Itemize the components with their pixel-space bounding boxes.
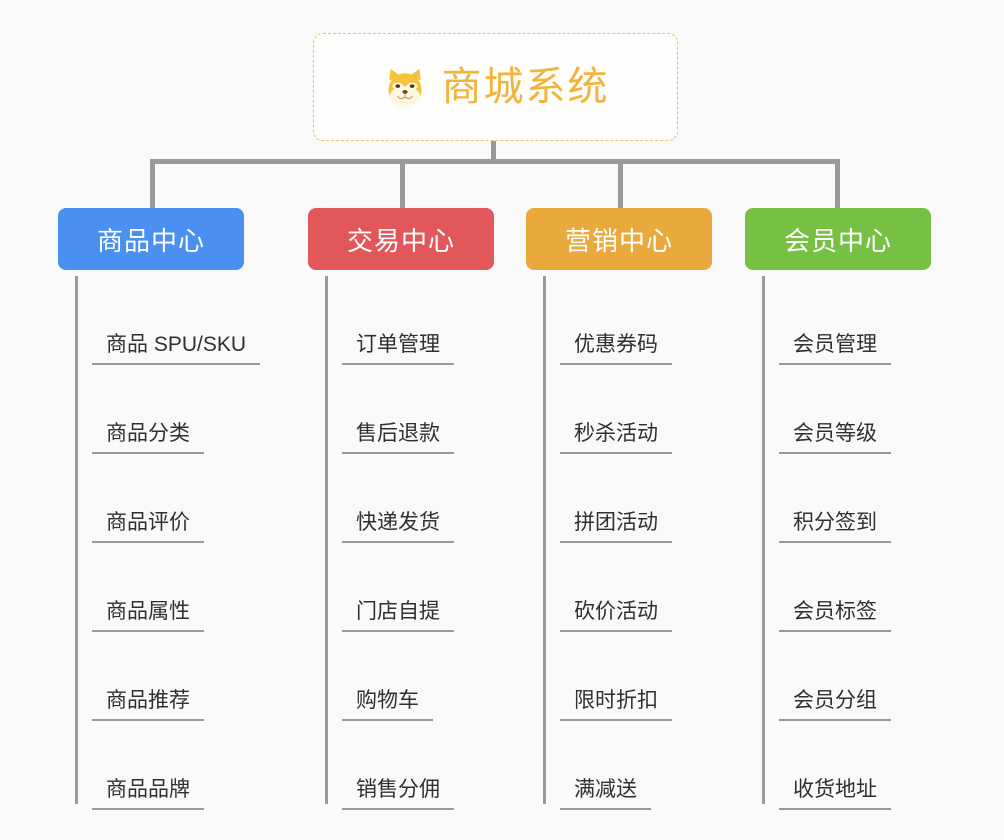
connector-root-stem: [491, 141, 496, 164]
leaf-label: 会员等级: [779, 423, 891, 454]
connector-horizontal-bar: [150, 159, 840, 164]
leaf-item[interactable]: 商品分类: [58, 365, 244, 454]
branch-header-2[interactable]: 交易中心: [308, 208, 494, 270]
shiba-dog-face-icon: [382, 66, 428, 112]
branch-label-4: 会员中心: [783, 225, 892, 256]
branch-column-4: 会员中心 会员管理 会员等级 积分签到 会员标签 会员分组 收货地址: [745, 208, 931, 810]
leaf-label: 积分签到: [779, 512, 891, 543]
leaf-label: 商品评价: [92, 512, 204, 543]
connector-drop-4: [835, 159, 840, 208]
leaf-item[interactable]: 商品属性: [58, 543, 244, 632]
root-node[interactable]: 商城系统: [313, 33, 678, 141]
leaf-item[interactable]: 快递发货: [308, 454, 494, 543]
leaf-label: 商品推荐: [92, 690, 204, 721]
root-title: 商城系统: [441, 65, 610, 109]
leaf-item[interactable]: 优惠券码: [526, 276, 712, 365]
leaf-label: 会员标签: [779, 601, 891, 632]
leaf-item[interactable]: 会员标签: [745, 543, 931, 632]
leaf-list-2: 订单管理 售后退款 快递发货 门店自提 购物车 销售分佣: [308, 270, 494, 810]
connector-drop-3: [618, 159, 623, 208]
leaf-spine-3: [543, 276, 546, 804]
leaf-label: 订单管理: [342, 334, 454, 365]
leaf-label: 商品品牌: [92, 779, 204, 810]
leaf-item[interactable]: 售后退款: [308, 365, 494, 454]
leaf-item[interactable]: 限时折扣: [526, 632, 712, 721]
leaf-label: 售后退款: [342, 423, 454, 454]
leaf-spine-2: [325, 276, 328, 804]
branch-column-3: 营销中心 优惠券码 秒杀活动 拼团活动 砍价活动 限时折扣 满减送: [526, 208, 712, 810]
leaf-label: 砍价活动: [560, 601, 672, 632]
leaf-label: 收货地址: [779, 779, 891, 810]
branch-column-1: 商品中心 商品 SPU/SKU 商品分类 商品评价 商品属性 商品推荐 商品品牌: [58, 208, 261, 810]
leaf-label: 商品属性: [92, 601, 204, 632]
branch-label-3: 营销中心: [564, 225, 673, 256]
leaf-item[interactable]: 收货地址: [745, 721, 931, 810]
connector-drop-1: [150, 159, 155, 208]
leaf-item[interactable]: 积分签到: [745, 454, 931, 543]
branch-label-2: 交易中心: [346, 225, 455, 256]
leaf-spine-1: [75, 276, 78, 804]
leaf-label: 拼团活动: [560, 512, 672, 543]
branch-column-2: 交易中心 订单管理 售后退款 快递发货 门店自提 购物车 销售分佣: [308, 208, 494, 810]
leaf-item[interactable]: 秒杀活动: [526, 365, 712, 454]
leaf-item[interactable]: 会员等级: [745, 365, 931, 454]
leaf-item[interactable]: 商品品牌: [58, 721, 244, 810]
leaf-item[interactable]: 会员分组: [745, 632, 931, 721]
leaf-label: 商品 SPU/SKU: [92, 334, 261, 365]
connector-drop-2: [400, 159, 405, 208]
leaf-label: 会员管理: [779, 334, 891, 365]
leaf-spine-4: [762, 276, 765, 804]
leaf-label: 满减送: [560, 779, 651, 810]
branch-header-1[interactable]: 商品中心: [58, 208, 244, 270]
leaf-item[interactable]: 商品推荐: [58, 632, 244, 721]
leaf-item[interactable]: 门店自提: [308, 543, 494, 632]
leaf-label: 商品分类: [92, 423, 204, 454]
leaf-label: 优惠券码: [560, 334, 672, 365]
leaf-label: 门店自提: [342, 601, 454, 632]
leaf-label: 快递发货: [342, 512, 454, 543]
branch-label-1: 商品中心: [96, 225, 205, 256]
leaf-item[interactable]: 购物车: [308, 632, 494, 721]
leaf-list-4: 会员管理 会员等级 积分签到 会员标签 会员分组 收货地址: [745, 270, 931, 810]
leaf-item[interactable]: 商品评价: [58, 454, 244, 543]
leaf-item[interactable]: 订单管理: [308, 276, 494, 365]
branch-header-3[interactable]: 营销中心: [526, 208, 712, 270]
leaf-label: 秒杀活动: [560, 423, 672, 454]
leaf-label: 购物车: [342, 690, 433, 721]
leaf-item[interactable]: 商品 SPU/SKU: [58, 276, 261, 365]
leaf-item[interactable]: 满减送: [526, 721, 712, 810]
branch-header-4[interactable]: 会员中心: [745, 208, 931, 270]
leaf-list-1: 商品 SPU/SKU 商品分类 商品评价 商品属性 商品推荐 商品品牌: [58, 270, 261, 810]
leaf-item[interactable]: 砍价活动: [526, 543, 712, 632]
leaf-label: 会员分组: [779, 690, 891, 721]
leaf-item[interactable]: 销售分佣: [308, 721, 494, 810]
leaf-item[interactable]: 会员管理: [745, 276, 931, 365]
leaf-item[interactable]: 拼团活动: [526, 454, 712, 543]
leaf-list-3: 优惠券码 秒杀活动 拼团活动 砍价活动 限时折扣 满减送: [526, 270, 712, 810]
leaf-label: 限时折扣: [560, 690, 672, 721]
leaf-label: 销售分佣: [342, 779, 454, 810]
